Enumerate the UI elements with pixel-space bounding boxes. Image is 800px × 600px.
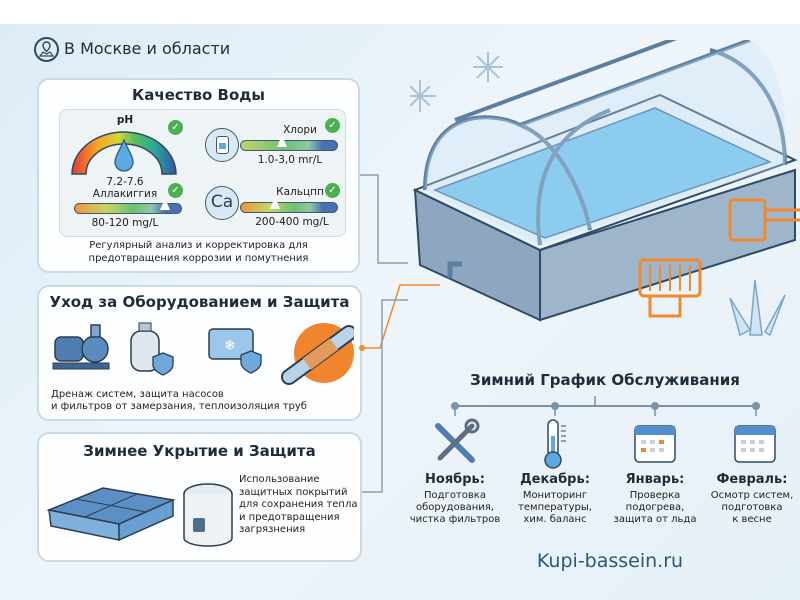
cover-text: Использование защитных покрытий для сохр… — [239, 474, 357, 537]
month-desc-line: Осмотр систем, — [710, 490, 794, 501]
controller-icon: ❄ — [208, 328, 262, 374]
equipment-text: Дренаж систем, защита насосов и фильтров… — [51, 389, 307, 413]
thermometer-icon — [544, 419, 566, 469]
alkalinity-bar — [74, 198, 182, 214]
pool-water — [432, 107, 773, 239]
heater-coil-icon — [638, 258, 702, 298]
ph-gauge — [71, 131, 177, 175]
month-desc-line: к весне — [732, 514, 772, 525]
equipment-text-line1: Дренаж систем, защита насосов — [51, 389, 224, 400]
cover-text-line: для сохранения тепла — [239, 499, 358, 510]
equipment-icons: ❄ — [52, 322, 354, 385]
equipment-text-line2: и фильтров от замерзания, теплоизоляция … — [51, 401, 307, 412]
month-desc-line: оборудования, — [416, 502, 494, 513]
month-name: Февраль: — [716, 472, 788, 487]
cover-icons — [46, 483, 233, 547]
month-desc-line: подогрева, — [625, 502, 685, 513]
water-metrics-box: pH 7.2-7.6 ✓ Аллакиггия ✓ 80-120 mg/L Хл… — [59, 109, 346, 237]
map-pin-icon — [34, 37, 59, 62]
chlorine-range: 1.0-3,0 mr/L — [257, 154, 323, 166]
equipment-title: Уход за Оборудованием и Защита — [49, 293, 350, 311]
calcium-range: 200-400 mg/L — [255, 216, 329, 228]
location-label: В Москве и области — [64, 39, 231, 58]
chlorine-bar — [240, 135, 338, 151]
snowflake-icon — [410, 52, 503, 112]
calendar-icon — [734, 425, 776, 463]
cover-panel: Зимнее Укрытие и Защита Использование за… — [37, 432, 362, 562]
filter-icon — [130, 322, 174, 376]
month-desc-line: температуры, — [518, 502, 592, 513]
alkalinity-label: Аллакиггия — [92, 188, 158, 200]
chlorine-label: Хлори — [283, 124, 317, 136]
calcium-label: Кальцпп — [276, 186, 324, 198]
water-note-line2: предотвращения коррозии и помутнения — [88, 253, 309, 264]
month-desc-line: чистка фильтров — [409, 514, 501, 525]
calcium-check-icon: ✓ — [325, 183, 340, 198]
pool-dome — [423, 40, 787, 246]
site-link[interactable]: Kupi-bassein.ru — [536, 550, 684, 572]
cover-title: Зимнее Укрытие и Защита — [83, 442, 316, 460]
tank-cover-icon — [183, 483, 233, 547]
water-note-line1: Регулярный анализ и корректировка для — [89, 240, 308, 251]
water-quality-title: Качество Воды — [132, 86, 265, 104]
calcium-icon: Ca — [205, 186, 239, 220]
pool-cover-icon — [46, 487, 176, 542]
cover-text-line: загрязнения — [239, 524, 306, 535]
month-name: Декабрь: — [520, 472, 590, 487]
cover-text-line: Использование — [239, 474, 320, 485]
alkalinity-check-icon: ✓ — [168, 183, 183, 198]
month-desc-line: Проверка — [629, 490, 681, 501]
calcium-bar — [240, 197, 338, 213]
water-drop-icon — [114, 138, 134, 172]
ph-range: 7.2-7.6 — [106, 176, 144, 188]
ph-check-icon: ✓ — [168, 120, 183, 135]
calendar-icon — [634, 425, 676, 463]
drain-pipe-icon — [447, 261, 462, 278]
ice-crystal-icon — [729, 279, 786, 337]
svg-text:❄: ❄ — [224, 338, 236, 354]
month-desc-line: подготовка — [721, 502, 783, 513]
water-quality-panel: Качество Воды pH 7.2-7.6 ✓ Аллакиггия ✓ … — [37, 78, 360, 273]
month-desc-line: защита от льда — [613, 514, 697, 525]
month-desc-line: Подготовка — [424, 490, 486, 501]
chlorine-check-icon: ✓ — [325, 118, 340, 133]
month-name: Ноябрь: — [425, 472, 485, 487]
pump-icon — [52, 324, 110, 370]
schedule-timeline — [451, 396, 760, 416]
month-desc-line: хим. баланс — [523, 514, 587, 525]
month-desc-line: Мониторинг — [522, 490, 588, 501]
equipment-panel: Уход за Оборудованием и Защита ❄ Дренаж … — [37, 285, 362, 421]
tools-icon — [435, 418, 480, 463]
month-name: Январь: — [625, 472, 685, 487]
chlorine-bottle-icon — [205, 128, 239, 162]
cover-text-line: защитных покрытий — [239, 486, 348, 498]
cover-text-line: и предотвращения — [239, 511, 340, 523]
ph-label: pH — [116, 114, 134, 126]
schedule-title: Зимний График Обслуживания — [470, 371, 740, 389]
pool-illustration — [410, 40, 800, 337]
alkalinity-range: 80-120 mg/L — [91, 217, 159, 229]
insulated-pipe-icon — [281, 323, 354, 385]
